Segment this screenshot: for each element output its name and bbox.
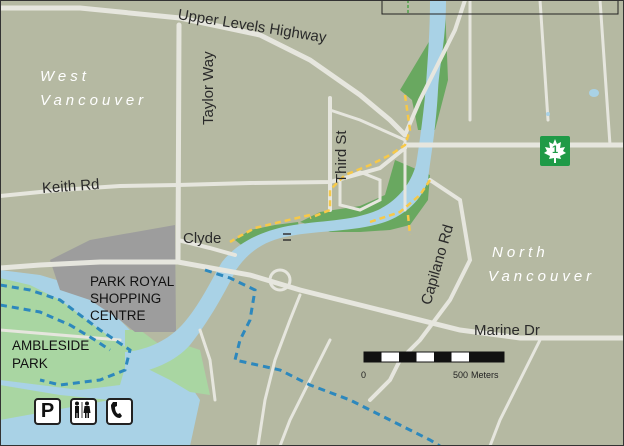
trail-spur — [406, 214, 412, 236]
trail-east — [309, 94, 412, 220]
marine-dr-label: Marine Dr — [474, 322, 540, 339]
parking-icon[interactable]: P — [34, 398, 61, 425]
restroom-icon[interactable] — [70, 398, 97, 425]
phone-glyph — [111, 402, 122, 418]
scale-unit-label: Meters — [471, 370, 499, 380]
scale-start-label: 0 — [361, 370, 367, 380]
local-loop — [338, 170, 382, 212]
north-road-2 — [538, 0, 550, 122]
maple-leaf-icon — [544, 139, 566, 163]
ambleside-boundary-inner — [0, 303, 111, 352]
west-road — [0, 328, 122, 342]
keith-rd-road — [0, 146, 407, 198]
taylor-way-label: Taylor Way — [200, 51, 217, 125]
local-road-1 — [328, 108, 407, 142]
parking-label: P — [40, 400, 55, 422]
west-vancouver-label-line2: Vancouver — [40, 92, 148, 109]
north-vancouver-label-line1: North — [492, 244, 549, 261]
park-royal-label-line3: CENTRE — [90, 308, 146, 323]
north-vancouver-label-line2: Vancouver — [488, 268, 596, 285]
third-st-label: Third St — [333, 130, 350, 183]
ambleside-label-line1: AMBLESIDE — [12, 338, 90, 353]
pond — [589, 89, 599, 97]
roundabout — [268, 268, 292, 292]
park-royal-label-line2: SHOPPING — [90, 291, 162, 306]
upper-levels-highway-road — [0, 5, 408, 138]
highway-road-north — [403, 0, 467, 137]
south-road-2 — [278, 338, 332, 446]
capilano-rd-road — [368, 178, 473, 402]
phone-icon[interactable] — [106, 398, 133, 425]
scale-bar — [363, 351, 505, 363]
restroom-glyph — [75, 401, 91, 418]
city-boundary — [204, 268, 441, 446]
clyde-label: Clyde — [183, 230, 222, 247]
inset-frame — [381, 0, 619, 15]
highway-number: 1 — [551, 144, 559, 156]
west-vancouver-label-line1: West — [40, 68, 90, 85]
trail-west — [229, 213, 311, 244]
trail-south — [369, 179, 432, 224]
trails — [229, 94, 432, 244]
boundaries — [0, 268, 441, 446]
shopping-centre-area — [50, 225, 176, 332]
highway-1-shield[interactable]: 1 — [540, 136, 570, 166]
north-road-3 — [598, 0, 612, 147]
park-royal-label-line1: PARK ROYAL — [90, 274, 175, 289]
scale-end-label: 500 — [453, 370, 469, 380]
ambleside-label-line2: PARK — [12, 356, 48, 371]
south-road-1 — [256, 293, 302, 446]
east-south-road — [488, 338, 542, 446]
bridge-icon — [283, 233, 291, 241]
taylor-way-road — [175, 22, 182, 263]
south-road-3 — [198, 328, 217, 402]
pond-small — [546, 112, 550, 116]
ambleside-boundary — [0, 283, 132, 387]
clyde-road — [176, 238, 237, 257]
marine-dr-road — [0, 259, 624, 341]
